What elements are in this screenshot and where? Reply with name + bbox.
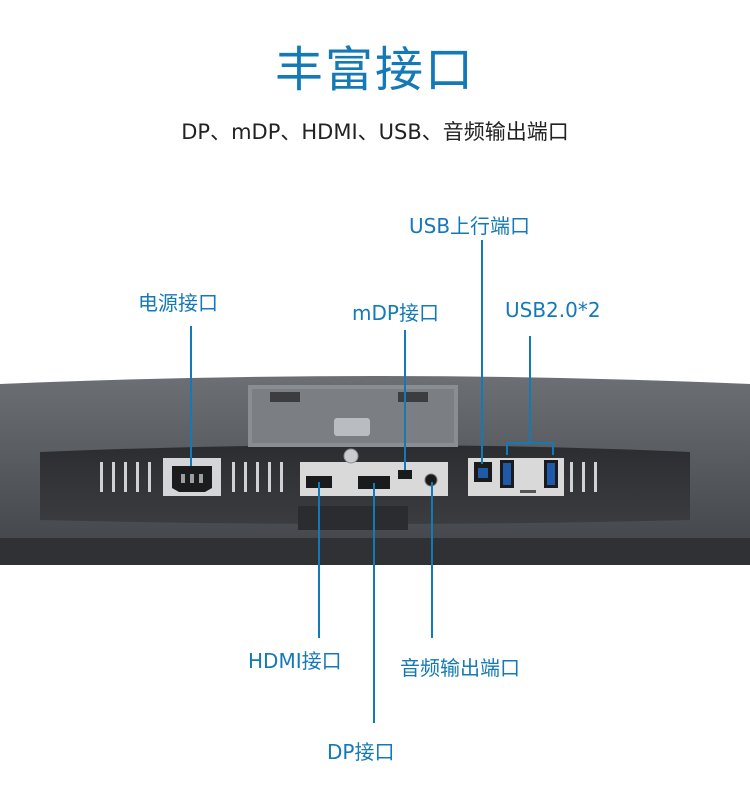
leader-line-hdmi <box>318 482 320 638</box>
monitor-bottom-edge <box>0 538 750 565</box>
label-mdp-port: mDP接口 <box>352 301 439 325</box>
page-title: 丰富接口 <box>274 42 475 98</box>
leader-line-audio <box>431 482 433 638</box>
leader-line-usb2 <box>529 336 531 444</box>
label-hdmi-port: HDMI接口 <box>248 649 342 673</box>
label-power-port: 电源接口 <box>138 291 218 315</box>
page-subtitle: DP、mDP、HDMI、USB、音频输出端口 <box>181 120 569 144</box>
label-dp-port: DP接口 <box>327 740 395 764</box>
label-usb2-ports: USB2.0*2 <box>505 298 601 322</box>
leader-line-usb-up <box>481 240 483 464</box>
dp-port <box>358 476 390 489</box>
leader-line-dp <box>373 483 375 723</box>
mdp-port <box>398 470 412 479</box>
label-usb-upstream-port: USB上行端口 <box>409 214 531 238</box>
vent-grille-right <box>570 462 597 492</box>
leader-line-mdp <box>404 330 406 470</box>
vent-grille-left <box>100 462 283 492</box>
stand-slot <box>298 506 408 530</box>
label-audio-port: 音频输出端口 <box>400 656 520 680</box>
leader-line-power <box>190 326 192 466</box>
